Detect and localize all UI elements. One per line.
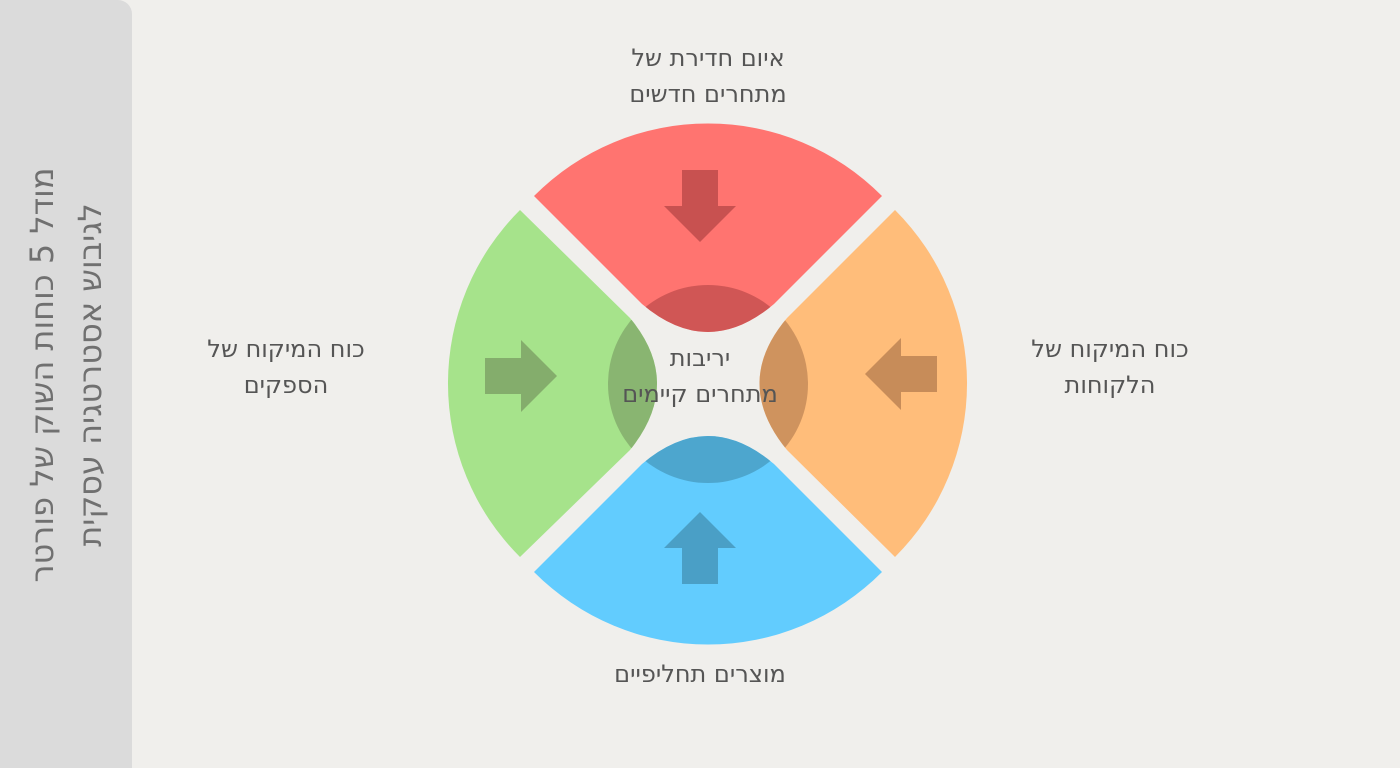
label-new-entrants: איום חדירת של מתחרים חדשים [629,44,787,108]
label-buyer-power: כוח המיקוח של הלקוחות [1031,335,1189,399]
sidebar: מודל 5 כוחות השוק של פורטר לגיבוש אסטרטג… [0,0,132,768]
down-arrow-icon [664,170,736,242]
segment-supplier-power [447,210,657,557]
label-supplier-power: כוח המיקוח של הספקים [207,335,365,399]
up-arrow-icon [664,512,736,584]
segment-buyer-power [759,210,968,557]
label-substitutes: מוצרים תחליפיים [614,660,786,688]
label-competitive-rivalry: יריבות מתחרים קיימים [622,344,778,408]
segment-buyer-power-shape [759,210,968,557]
segment-new-entrants [534,123,882,332]
left-arrow-icon [865,338,937,410]
right-arrow-icon [485,340,557,412]
segment-supplier-power-shape [447,210,657,557]
segment-substitutes [534,436,882,645]
